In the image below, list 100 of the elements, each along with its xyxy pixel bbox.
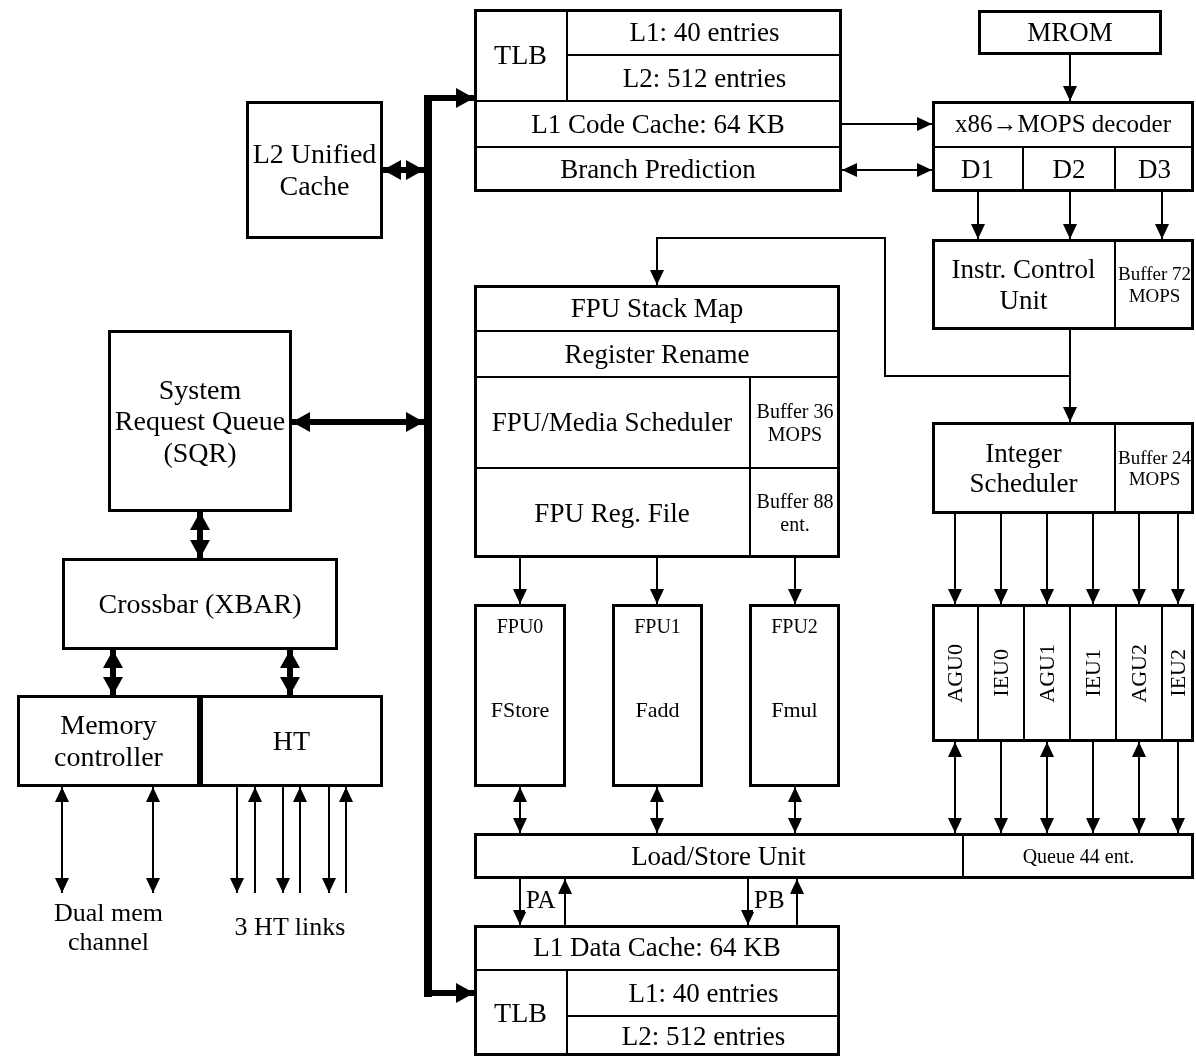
block-label: L2 Unified Cache xyxy=(251,138,378,202)
bus-bar xyxy=(424,95,432,997)
block-label: Branch Prediction xyxy=(560,154,756,185)
arrow xyxy=(948,741,962,834)
bus-arrow xyxy=(432,88,474,108)
bus-arrow xyxy=(383,160,424,180)
arrow xyxy=(841,163,933,177)
arrow xyxy=(971,191,985,240)
block-label: Queue 44 ent. xyxy=(1022,844,1135,868)
queue-box xyxy=(108,330,292,512)
block-label: L1: 40 entries xyxy=(629,16,780,48)
arrow xyxy=(513,878,527,926)
unit-label: IEU0 xyxy=(988,649,1014,697)
scheduler-cell xyxy=(474,377,750,468)
bus-arrow xyxy=(280,650,300,695)
tlb-cell xyxy=(474,9,567,101)
block-label: L1: 40 entries xyxy=(628,977,779,1009)
arrow xyxy=(339,786,353,894)
controller-box xyxy=(17,695,200,787)
execution-unit-block xyxy=(932,604,1194,742)
scheduler-block xyxy=(932,422,1194,514)
arrow xyxy=(948,513,962,605)
arrow xyxy=(788,557,802,605)
block-label: MROM xyxy=(1027,17,1113,48)
block-label: FPU1 xyxy=(634,615,681,638)
table-cell xyxy=(567,1016,840,1056)
block-label: Load/Store Unit xyxy=(631,840,806,872)
arrow xyxy=(841,117,933,131)
rom-box xyxy=(978,10,1162,55)
execution-unit-box xyxy=(749,604,840,787)
buffer-cell xyxy=(750,468,840,558)
block-label: FPU Reg. File xyxy=(534,497,690,529)
unit-cell xyxy=(1024,604,1070,742)
arrow xyxy=(1132,741,1146,834)
table-cell xyxy=(567,970,840,1016)
block-label: Dual mem channel xyxy=(53,897,164,957)
decoder-cell xyxy=(1023,147,1115,192)
block-label: TLB xyxy=(494,39,547,71)
block-label: L2: 512 entries xyxy=(622,62,787,94)
crossbar-box xyxy=(62,558,338,650)
arrow xyxy=(650,557,664,605)
unit-label: AGU2 xyxy=(1126,643,1152,703)
arrow xyxy=(55,786,69,894)
fpu-row xyxy=(474,331,840,377)
block-sublabel: Fmul xyxy=(771,698,818,724)
block-label: System Request Queue (SQR) xyxy=(113,373,287,469)
block-label: L1 Code Cache: 64 KB xyxy=(531,108,785,140)
arrow xyxy=(513,786,527,834)
execution-unit-box xyxy=(612,604,703,787)
block-label: Register Rename xyxy=(564,338,750,370)
block-label: Buffer 72 MOPS xyxy=(1117,263,1192,306)
buffer-cell xyxy=(750,377,840,468)
block-label: FPU2 xyxy=(771,615,818,638)
bus-arrow xyxy=(292,412,424,432)
arrow xyxy=(322,786,336,894)
unit-label: IEU1 xyxy=(1080,649,1106,697)
unit-cell xyxy=(978,604,1024,742)
arrow xyxy=(1171,741,1185,834)
block-label: TLB xyxy=(494,997,547,1029)
execution-unit-box xyxy=(474,604,566,787)
unit-label: AGU0 xyxy=(942,643,968,703)
register-file-cell xyxy=(474,468,750,558)
block-label: Buffer 36 MOPS xyxy=(755,399,835,446)
block-label: Buffer 24 MOPS xyxy=(1117,446,1192,490)
cache-box xyxy=(246,101,383,239)
unit-label: AGU1 xyxy=(1034,643,1060,703)
arrow xyxy=(788,786,802,834)
block-label: L2: 512 entries xyxy=(621,1020,786,1052)
fetch-block xyxy=(474,9,842,192)
block-label: FPU/Media Scheduler xyxy=(491,407,733,438)
arrow xyxy=(994,513,1008,605)
block-label: Buffer 88 ent. xyxy=(755,490,835,536)
arrow xyxy=(248,786,262,894)
unit-cell xyxy=(1116,604,1162,742)
block-label: L1 Data Cache: 64 KB xyxy=(533,932,781,963)
arrow xyxy=(230,786,244,894)
block-label: Instr. Control Unit xyxy=(950,254,1097,315)
interface-box xyxy=(200,695,383,787)
arrow xyxy=(1063,191,1077,240)
arrow xyxy=(741,878,755,926)
arrow xyxy=(293,786,307,894)
table-cell xyxy=(567,9,842,55)
arrow xyxy=(1155,191,1169,240)
arrow xyxy=(1132,513,1146,605)
block-label: D1 xyxy=(961,154,994,185)
arrow xyxy=(146,786,160,894)
arrow xyxy=(994,741,1008,834)
arrow xyxy=(790,878,804,926)
arrow xyxy=(1086,513,1100,605)
decoder-cell xyxy=(1115,147,1194,192)
table-cell xyxy=(567,55,842,101)
bus-arrow xyxy=(103,650,123,695)
block-sublabel: FStore xyxy=(490,698,550,724)
tlb-cell xyxy=(474,970,567,1056)
block-label: Crossbar (XBAR) xyxy=(98,588,302,620)
arrow xyxy=(1040,513,1054,605)
bus-arrow xyxy=(432,983,474,1003)
bus-arrow xyxy=(190,512,210,558)
load-store-block xyxy=(474,833,1194,879)
unit-label: IEU2 xyxy=(1165,649,1191,697)
